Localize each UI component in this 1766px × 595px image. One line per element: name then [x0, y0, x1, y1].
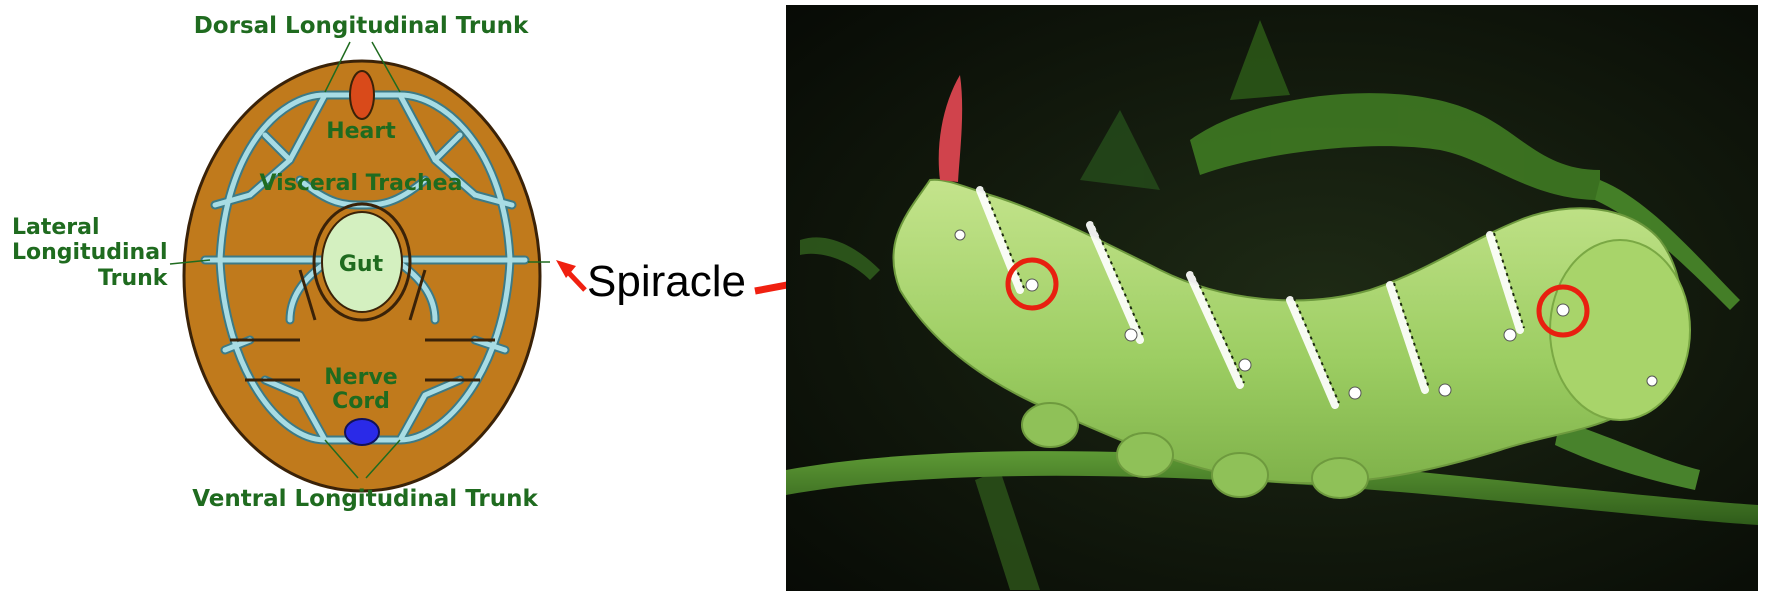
visceral-trachea-label: Visceral Trachea	[260, 171, 463, 196]
ventral-trunk-label: Ventral Longitudinal Trunk	[192, 486, 538, 512]
dorsal-trunk-label: Dorsal Longitudinal Trunk	[194, 13, 529, 39]
spiracle-label: Spiracle	[587, 257, 746, 306]
caterpillar-photo	[786, 5, 1758, 591]
heart-label: Heart	[326, 119, 396, 144]
nerve-label-line1: Nerve	[324, 365, 397, 390]
gut-label: Gut	[339, 252, 384, 277]
caterpillar-head	[1550, 240, 1690, 420]
nerve-label-line2: Cord	[332, 389, 390, 414]
left-arrow	[556, 260, 585, 290]
nerve-cord	[345, 419, 379, 445]
trachea-diagram: Dorsal Longitudinal Trunk Heart Visceral…	[12, 13, 550, 512]
lateral-label-line1: Lateral	[12, 215, 100, 240]
lateral-label-line2: Longitudinal	[12, 240, 168, 265]
heart	[350, 71, 374, 119]
lateral-label-line3: Trunk	[98, 266, 169, 291]
